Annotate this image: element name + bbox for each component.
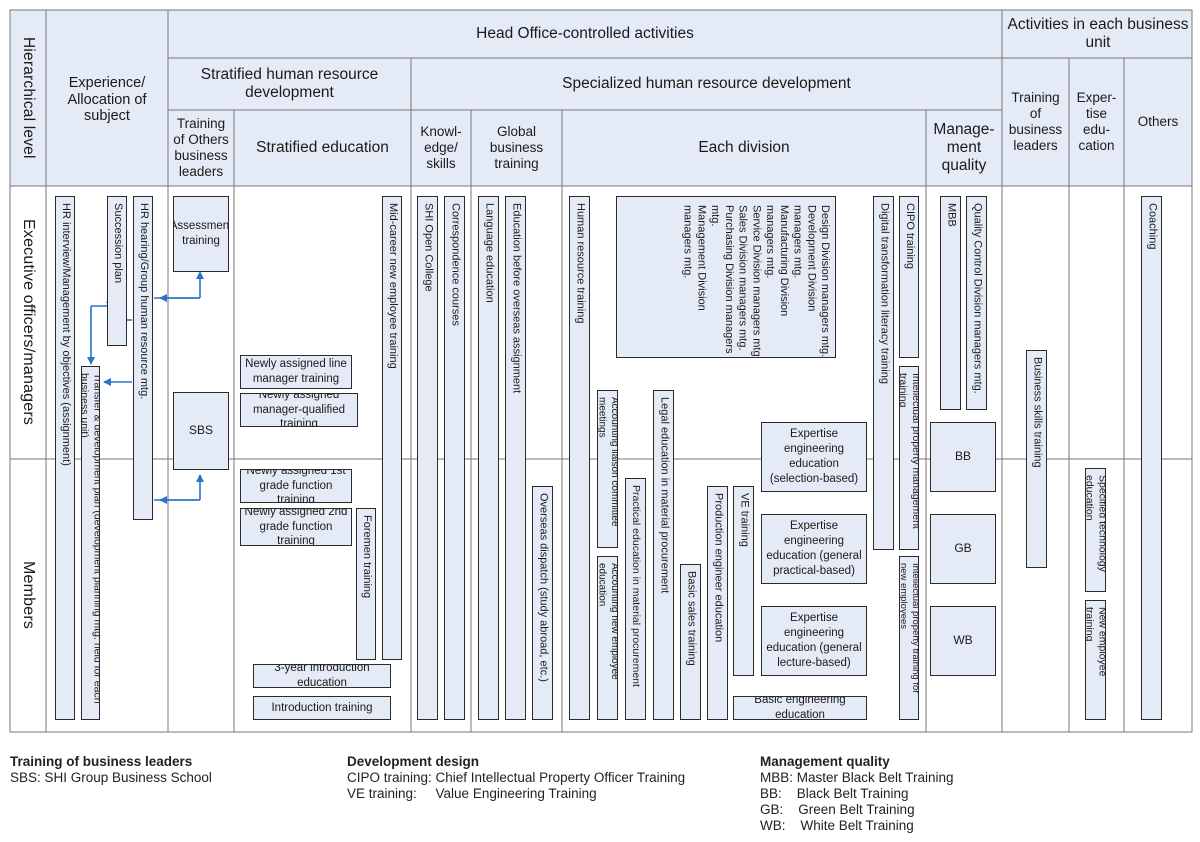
division-mtg-line: Management Division	[695, 205, 708, 311]
others-header: Others	[1137, 113, 1179, 129]
expertise-selection-box: Expertise engineering education (selecti…	[761, 422, 867, 492]
newly-manager-qualified-box: Newly assigned manager-qualified trainin…	[240, 393, 358, 427]
bb-box: BB	[930, 422, 996, 492]
row-label-members: Members	[20, 561, 37, 630]
legend-development-design: Development design CIPO training: Chief …	[347, 754, 685, 802]
sbs-box: SBS	[173, 392, 229, 470]
shi-open-college-box: SHI Open College	[417, 196, 438, 720]
legend-management-quality: Management quality MBB: Master Black Bel…	[760, 754, 954, 834]
division-mtg-line: Design Division managers mtg.	[819, 205, 831, 358]
specified-technology-box: Specified technology education	[1085, 468, 1106, 592]
management-quality-header: Manage-ment quality	[933, 121, 995, 174]
language-education-box: Language education	[478, 196, 499, 720]
digital-transformation-box: Digital transformation literacy training	[873, 196, 894, 550]
legend-title: Management quality	[760, 754, 890, 769]
qc-managers-mtg-box: Quality Control Division managers mtg.	[966, 196, 987, 410]
introduction-training-box: Introduction training	[253, 696, 391, 720]
legend-row: BB: Black Belt Training	[760, 786, 909, 801]
hierarchical-level-header: Hierarchical level	[20, 37, 37, 159]
expertise-lecture-box: Expertise engineering education (general…	[761, 606, 867, 676]
wb-box: WB	[930, 606, 996, 676]
legend-row: WB: White Belt Training	[760, 818, 914, 833]
division-mtg-line: Purchasing Division managers	[722, 205, 735, 354]
head-office-header: Head Office-controlled activities	[476, 25, 694, 43]
production-engineer-box: Production engineer education	[707, 486, 728, 720]
newly-2nd-grade-box: Newly assigned 2nd grade function traini…	[240, 508, 352, 546]
business-skills-box: Business skills training	[1026, 350, 1047, 568]
expertise-practical-box: Expertise engineering education (general…	[761, 514, 867, 584]
training-business-leaders-header: Training of business leaders	[1008, 89, 1063, 154]
foremen-training-box: Foremen training	[356, 508, 376, 660]
global-header: Global business training	[489, 123, 544, 172]
mid-career-box: Mid-career new employee training	[382, 196, 402, 660]
division-mtg-line: managers mtg.	[791, 205, 804, 279]
knowledge-header: Knowl-edge/ skills	[420, 123, 462, 172]
assessment-training-box: Assessment training	[173, 196, 229, 272]
legend-row: CIPO training: Chief Intellectual Proper…	[347, 770, 686, 785]
division-mtg-line: managers mtg.	[681, 205, 694, 279]
legend-business-leaders: Training of business leaders SBS: SHI Gr…	[10, 754, 212, 786]
ve-training-box: VE training	[733, 486, 754, 676]
stratified-education-header: Stratified education	[256, 139, 389, 157]
division-mtg-line: Service Division managers mtg.	[750, 205, 763, 358]
transfer-plan-box: Transfer & development plan (development…	[81, 366, 100, 720]
training-others-header: Training of Others business leaders	[173, 115, 229, 180]
legend-row: SBS: SHI Group Business School	[10, 770, 212, 785]
newly-1st-grade-box: Newly assigned 1st grade function traini…	[240, 469, 352, 503]
each-division-header: Each division	[698, 139, 790, 157]
ip-management-box: Intellectual property management trainin…	[899, 366, 919, 550]
succession-plan-box: Succession plan	[107, 196, 127, 346]
division-mtg-line: managers mtg.	[764, 205, 776, 279]
accounting-liaison-box: Accounting liaison committee meetings	[597, 390, 618, 548]
level-header-bg	[10, 10, 46, 186]
stratified-header: Stratified human resource development	[200, 66, 379, 101]
division-mtg-line: mtg.	[709, 205, 721, 227]
legend-title: Training of business leaders	[10, 754, 193, 769]
ip-new-employees-box: Intellectual property training for new e…	[899, 556, 919, 720]
legend-row: MBB: Master Black Belt Training	[760, 770, 954, 785]
specialized-header: Specialized human resource development	[562, 75, 851, 93]
coaching-box: Coaching	[1141, 196, 1162, 720]
gb-box: GB	[930, 514, 996, 584]
overseas-dispatch-box: Overseas dispatch (study abroad, etc.)	[532, 486, 553, 720]
experience-header: Experience/ Allocation of subject	[67, 74, 147, 125]
mbb-box: MBB	[940, 196, 961, 410]
division-mtg-line: Sales Division managers mtg.	[736, 205, 749, 351]
legend-title: Development design	[347, 754, 480, 769]
basic-engineering-box: Basic engineering education	[733, 696, 867, 720]
cipo-training-box: CIPO training	[899, 196, 919, 358]
accounting-new-employee-box: Accounting new employee education	[597, 556, 618, 720]
before-overseas-box: Education before overseas assignment	[505, 196, 526, 720]
row-label-executive: Executive officers/managers	[20, 219, 37, 426]
expertise-education-header: Exper-tise edu-cation	[1076, 89, 1117, 154]
three-year-intro-box: 3-year introduction education	[253, 664, 391, 688]
legend-row: VE training: Value Engineering Training	[347, 786, 597, 801]
hr-hearing-box: HR hearing/Group human resource mtg.	[133, 196, 153, 520]
basic-sales-box: Basic sales training	[680, 564, 701, 720]
legend-row: GB: Green Belt Training	[760, 802, 915, 817]
division-mtg-line: Manufacturing Division	[777, 205, 790, 317]
division-mtg-line: Development Division	[805, 205, 818, 312]
legal-material-box: Legal education in material procurement	[653, 390, 674, 720]
new-employee-training-box: New employee training	[1085, 600, 1106, 720]
correspondence-courses-box: Correspondence courses	[444, 196, 465, 720]
hr-training-box: Human resource training	[569, 196, 590, 720]
business-unit-header: Activities in each business unit	[1007, 16, 1189, 51]
practical-material-box: Practical education in material procurem…	[625, 478, 646, 720]
newly-line-manager-box: Newly assigned line manager training	[240, 355, 352, 389]
hr-interview-box: HR interview/Management by objectives (a…	[55, 196, 75, 720]
experience-header-bg	[46, 10, 168, 186]
division-managers-mtgs-box: Design Division managers mtg.Development…	[616, 196, 836, 358]
header-band	[168, 10, 1192, 186]
